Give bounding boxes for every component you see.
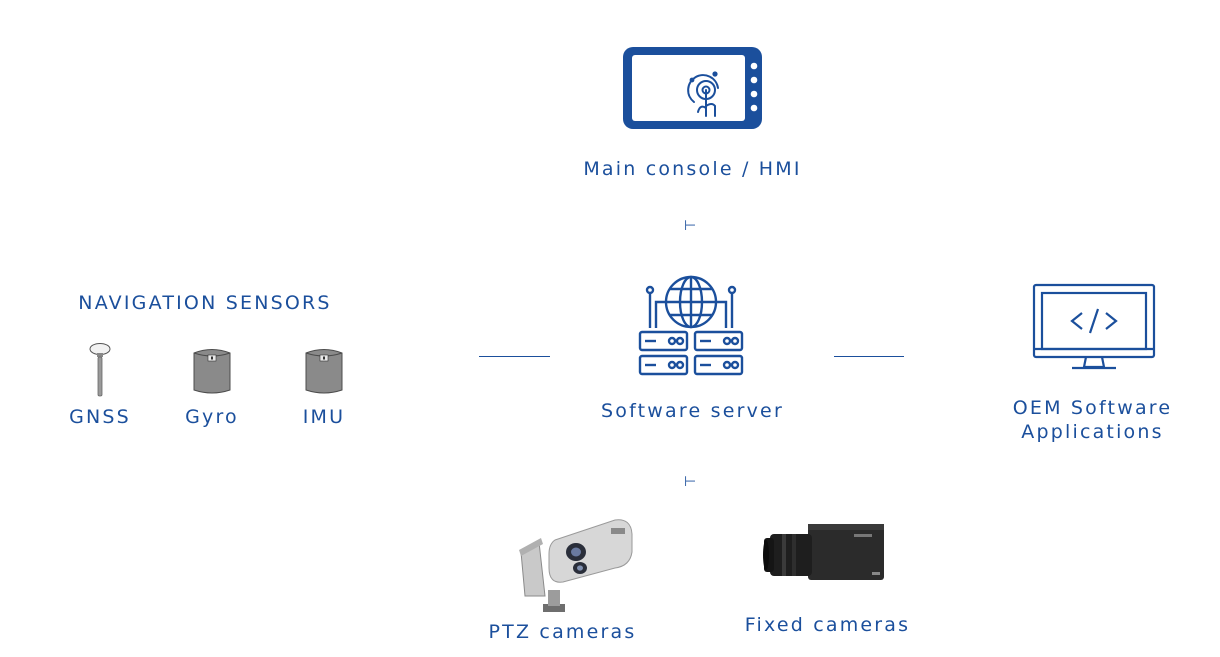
oem-connector bbox=[834, 356, 904, 357]
code-monitor-icon bbox=[1032, 283, 1156, 370]
fixed-camera-node bbox=[762, 520, 887, 588]
fixed-camera-label: Fixed cameras bbox=[744, 614, 911, 636]
server-globe-icon bbox=[638, 275, 744, 376]
oem-label-line2: Applications bbox=[1021, 421, 1164, 443]
imu-unit-icon bbox=[305, 349, 343, 394]
ptz-camera-label: PTZ cameras bbox=[488, 621, 637, 643]
gnss-node bbox=[88, 342, 112, 398]
navigation-title: NAVIGATION SENSORS bbox=[78, 292, 332, 314]
server-node bbox=[636, 270, 746, 380]
sensor-label-imu: IMU bbox=[302, 406, 346, 428]
imu-node bbox=[304, 347, 344, 395]
fixed-camera-icon bbox=[763, 524, 884, 580]
touch-tablet-icon bbox=[623, 47, 762, 129]
gnss-antenna-icon bbox=[89, 343, 111, 397]
sensor-label-gyro: Gyro bbox=[185, 406, 239, 428]
ptz-camera-icon bbox=[519, 519, 633, 612]
oem-node bbox=[1032, 283, 1156, 373]
console-connector-mark: ⊢ bbox=[684, 218, 697, 234]
sensor-label-gnss: GNSS bbox=[69, 406, 131, 428]
navigation-connector bbox=[479, 356, 550, 357]
ptz-camera-node bbox=[515, 518, 635, 613]
server-label: Software server bbox=[601, 400, 784, 422]
gyro-node bbox=[192, 347, 232, 395]
gyro-unit-icon bbox=[193, 349, 231, 394]
console-node bbox=[620, 44, 765, 132]
cameras-connector-mark: ⊢ bbox=[684, 474, 697, 490]
oem-label-line1: OEM Software bbox=[1012, 397, 1173, 419]
console-label: Main console / HMI bbox=[583, 158, 802, 180]
